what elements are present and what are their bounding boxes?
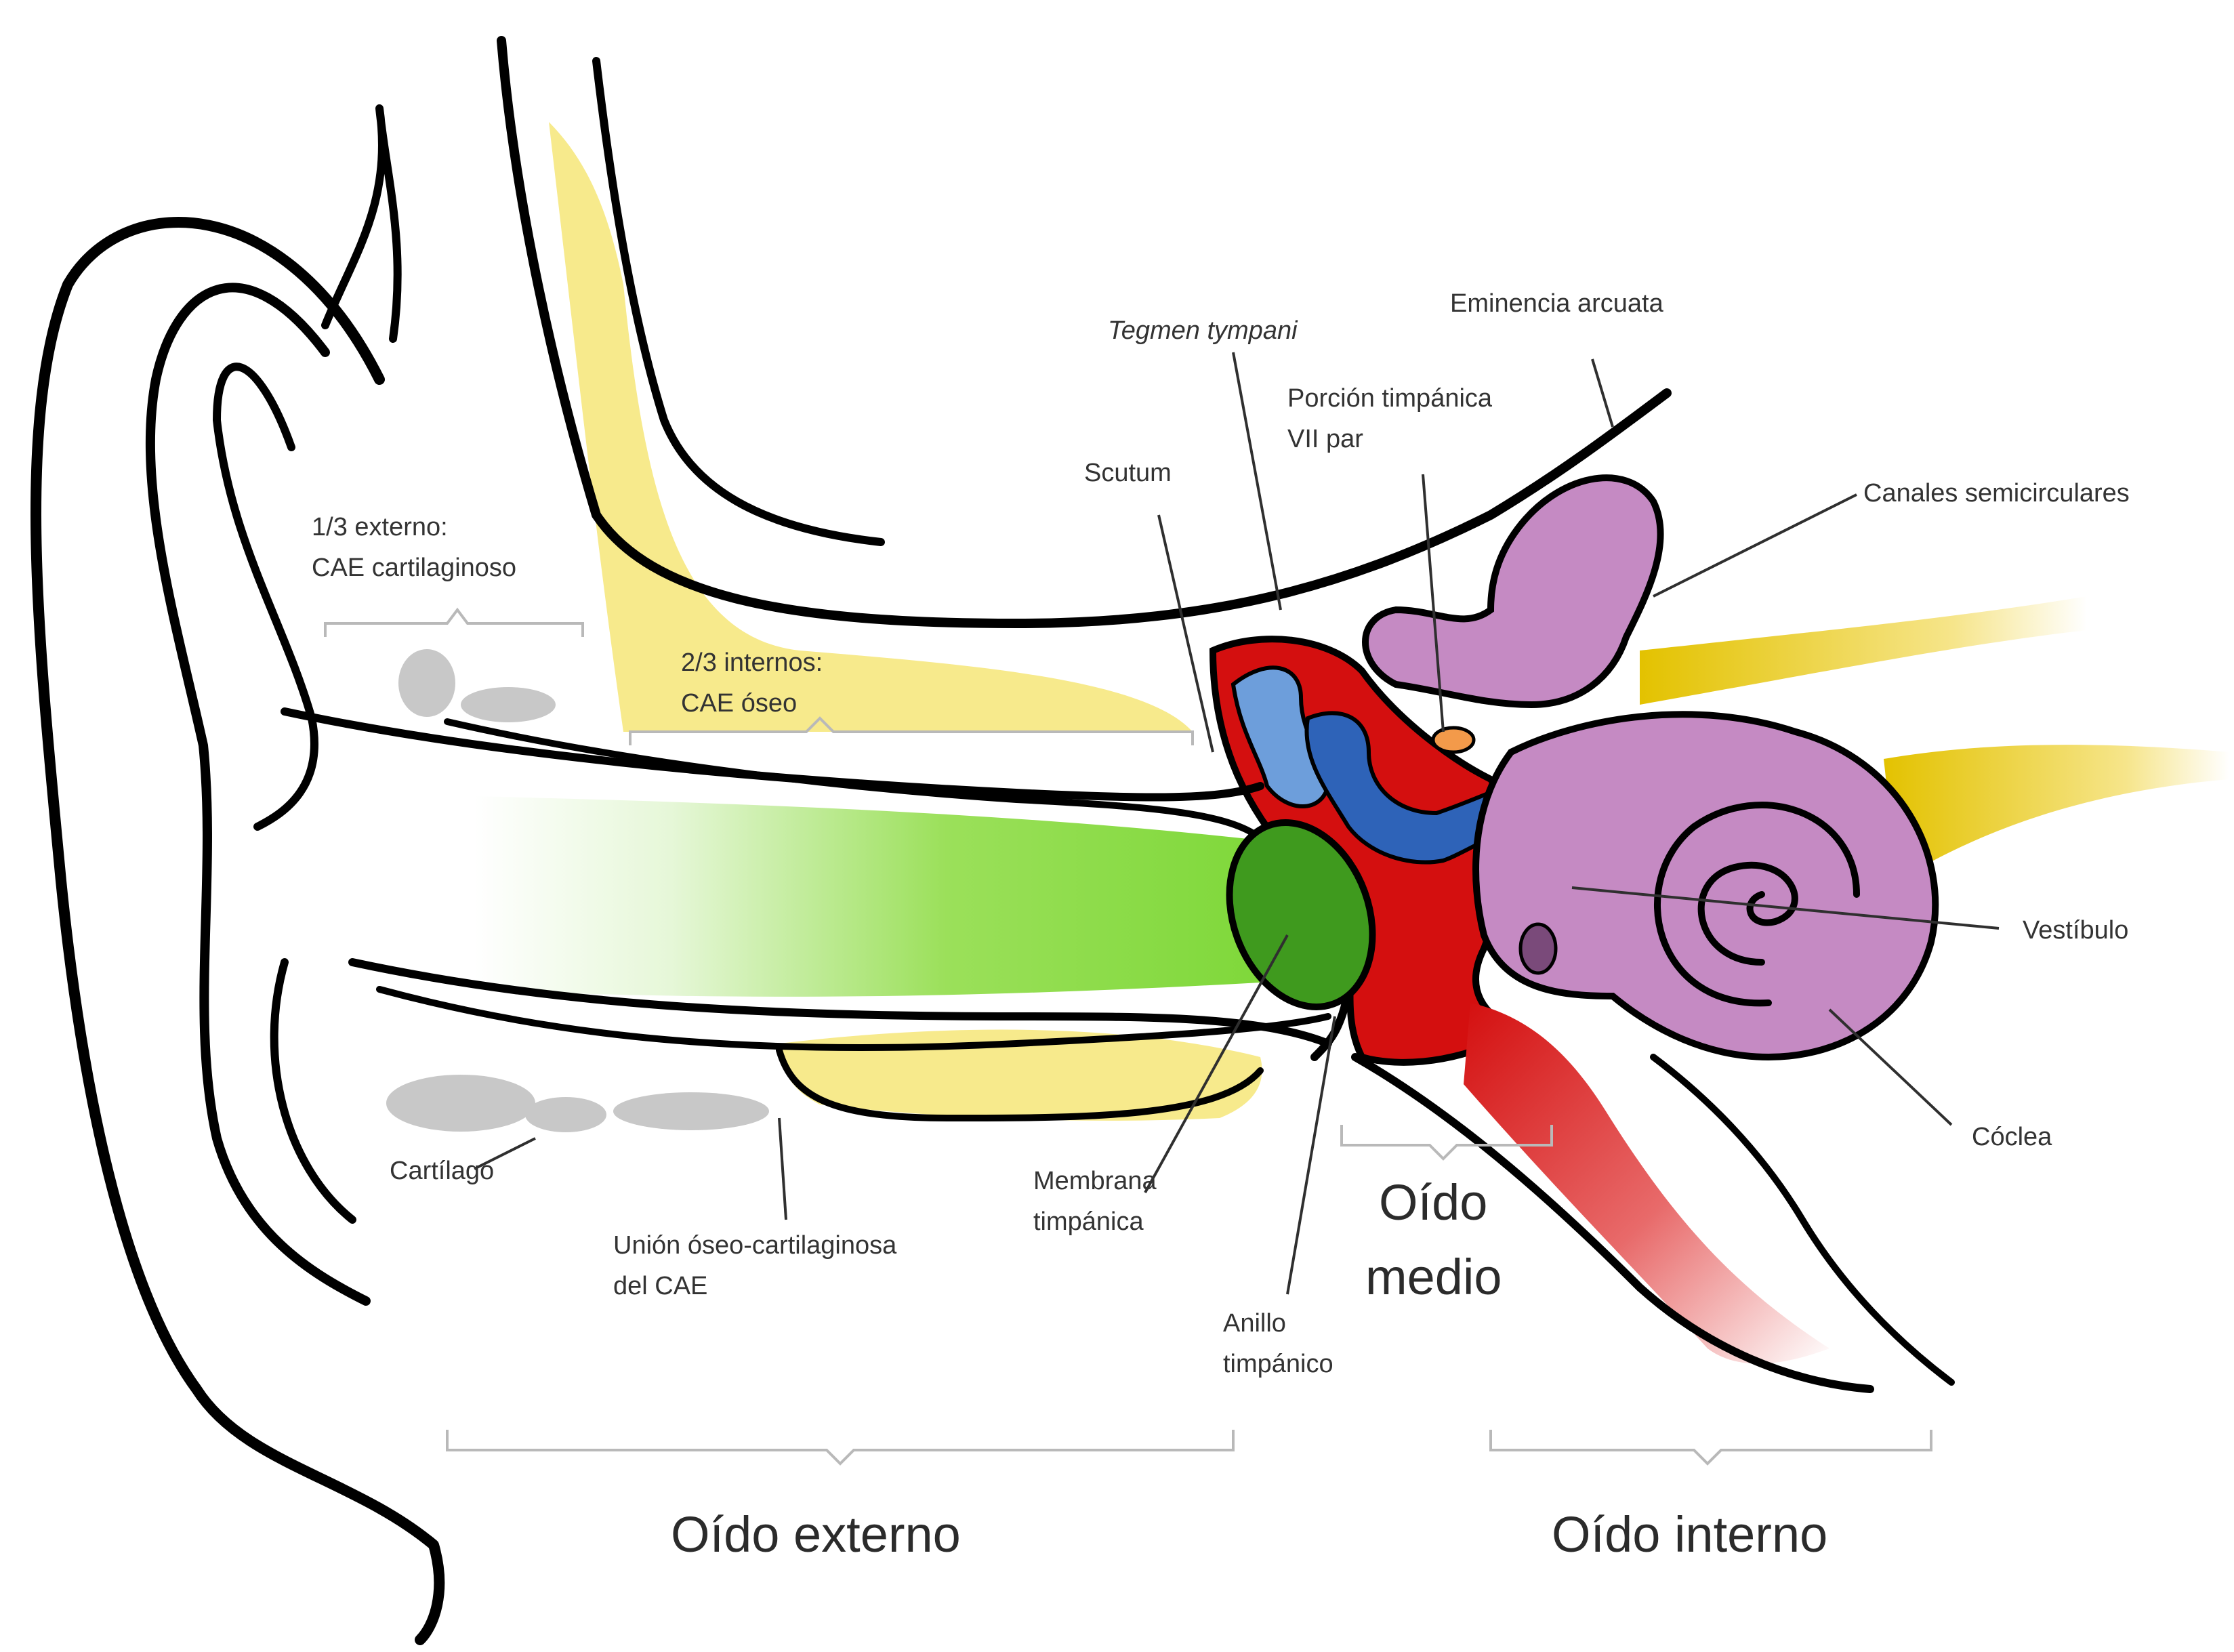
leader-tegmen	[1233, 352, 1281, 610]
label-internos-line2: CAE óseo	[681, 689, 797, 718]
temporal-bone-upper	[549, 122, 1193, 732]
label-vestibulo: Vestíbulo	[2023, 916, 2128, 945]
label-externo-line2: CAE cartilaginoso	[312, 554, 516, 582]
label-union-line1: Unión óseo-cartilaginosa	[613, 1231, 897, 1260]
label-cartilago: Cartílago	[390, 1157, 494, 1185]
cartilage-blob	[613, 1092, 769, 1130]
label-internos-line1: 2/3 internos:	[681, 648, 823, 677]
cartilage-blob	[461, 687, 556, 722]
vestibular-nerve	[1640, 596, 2087, 705]
label-externo-line1: 1/3 externo:	[312, 513, 448, 541]
label-anillo-line1: Anillo	[1223, 1309, 1286, 1338]
region-oido-interno: Oído interno	[1552, 1506, 1827, 1563]
label-canales: Canales semicirculares	[1863, 479, 2130, 508]
bracket-externo	[325, 610, 583, 637]
facial-nerve-tympanic	[1433, 728, 1474, 752]
cochlear-nerve	[1884, 745, 2229, 881]
leader-union	[779, 1118, 786, 1220]
round-window	[1521, 924, 1556, 973]
region-oido-medio-line1: Oído	[1379, 1174, 1487, 1231]
tragus	[325, 108, 398, 339]
leader-canales	[1653, 495, 1857, 596]
bracket-oido-externo	[447, 1430, 1233, 1464]
label-coclea: Cóclea	[1972, 1123, 2052, 1151]
label-eminencia: Eminencia arcuata	[1450, 289, 1664, 318]
leader-coclea	[1829, 1010, 1951, 1125]
leader-eminencia	[1592, 359, 1613, 427]
label-union-line2: del CAE	[613, 1272, 707, 1300]
label-porcion-line2: VII par	[1287, 425, 1363, 453]
ear-lobe	[274, 962, 352, 1220]
semicircular-canals	[1365, 478, 1661, 705]
label-membrana-line1: Membrana	[1033, 1167, 1157, 1195]
label-porcion-line1: Porción timpánica	[1287, 384, 1493, 413]
cartilage-blob	[398, 649, 455, 717]
label-membrana-line2: timpánica	[1033, 1207, 1144, 1236]
auricle-antihelix	[217, 367, 314, 827]
region-oido-medio-line2: medio	[1365, 1249, 1502, 1305]
skull-outline	[501, 41, 1667, 623]
cartilage-blob	[525, 1097, 606, 1132]
bracket-oido-interno	[1491, 1430, 1931, 1464]
label-anillo-line2: timpánico	[1223, 1350, 1333, 1378]
label-scutum: Scutum	[1084, 459, 1172, 487]
label-tegmen: Tegmen tympani	[1108, 316, 1298, 345]
external-auditory-canal	[474, 796, 1260, 997]
auricle-outline	[36, 222, 439, 1640]
cartilage-blob	[386, 1075, 535, 1132]
region-oido-externo: Oído externo	[671, 1506, 961, 1563]
auricle-helix	[150, 287, 366, 1301]
